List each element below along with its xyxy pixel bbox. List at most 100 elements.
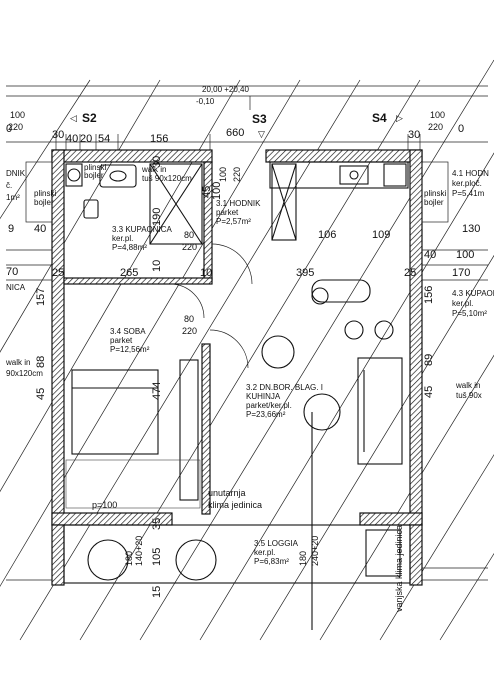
loggia-dim-140-20: 140+20 [134, 536, 144, 566]
top-dimension-lines [6, 85, 488, 150]
klima-unutarnja-2: klima jedinica [208, 500, 262, 510]
loggia-dim-180-b: 180 [298, 551, 308, 566]
neighbour-left-nica: NICA [6, 283, 26, 292]
wall-bottom-right [359, 512, 423, 526]
bedroom-furniture [65, 359, 201, 509]
dim-top-40: 40 [66, 133, 78, 145]
dim-mid-395: 395 [296, 267, 314, 279]
section-arrow-down-icon: ▽ [258, 129, 265, 139]
loggia-chair-icon [87, 539, 129, 581]
outdoor-unit-icon [365, 529, 401, 577]
right-vertical-dims: 156 89 45 [423, 286, 435, 398]
door-hodnik-h: 220 [232, 167, 242, 182]
dim-p100: p=100 [92, 500, 117, 510]
dim-v-25: 25 [52, 267, 64, 279]
fixture-plinski-left: plinski [34, 189, 56, 198]
chair-icon [344, 320, 364, 340]
dim-right-89: 89 [423, 354, 435, 366]
section-s4-label: S4 [372, 111, 387, 125]
door-top-right-w: 100 [430, 110, 445, 120]
room-soba-name: 3.4 SOBA [110, 327, 146, 336]
dim-top-20: 20 [80, 133, 92, 145]
dim-right-156: 156 [423, 286, 435, 304]
fixture-plinski: plinski [84, 163, 106, 172]
door-soba-w: 80 [184, 314, 194, 324]
kitchen-counter [269, 161, 409, 189]
wardrobe-icon [179, 359, 199, 501]
room-loggia-name: 3.5 LOGGIA [254, 539, 299, 548]
door-top-left-w: 100 [10, 110, 25, 120]
neighbour-right-walk: walk in [455, 381, 480, 390]
door-top-left-h: 220 [8, 122, 23, 132]
dim-right-40: 40 [424, 249, 436, 261]
neighbour-left-dnik: DNIK [6, 169, 26, 178]
room-dnevni-area: P=23,66m² [246, 410, 286, 419]
dim-right-100: 100 [456, 249, 474, 261]
room-hodnik-area: P=2,57m² [216, 217, 251, 226]
fixture-bojler-left: bojler [34, 198, 54, 207]
room-soba-area: P=12,56m² [110, 345, 150, 354]
dim-v-10: 10 [151, 260, 163, 272]
walls [51, 149, 423, 586]
dim-mid-10: 10 [200, 267, 212, 279]
section-s2-label: S2 [82, 111, 97, 125]
loggia-dim-180-a: 180 [124, 551, 134, 566]
room-soba-floor: parket [110, 336, 133, 345]
neighbour-left-c: č. [6, 181, 12, 190]
dim-kitchen-106: 106 [318, 229, 336, 241]
wall-bathroom-right [203, 161, 213, 281]
shower-area [149, 163, 203, 245]
dim-v-30: 30 [151, 156, 163, 168]
neighbour-right-tus: tuš 90x [456, 391, 482, 400]
section-arrow-right-icon: ▷ [396, 113, 403, 123]
dim-top-30: 30 [52, 129, 64, 141]
dim-top-54: 54 [98, 133, 110, 145]
room-hodnik-floor: parket [216, 208, 239, 217]
klima-vanjska: vanjska klima jedinica [394, 525, 404, 612]
room-hodnik-name: 3.1 HODNIK [216, 199, 261, 208]
armchair-icon [261, 335, 295, 369]
room-dnevni-line1: 3.2 DN.BOR. BLAG. I [246, 383, 323, 392]
dim-top-156: 156 [150, 133, 168, 145]
fixture-plinski-right: plinski [424, 189, 446, 198]
dim-top-660: 660 [226, 127, 244, 139]
wall-top-left [51, 149, 213, 163]
wall-left [51, 149, 65, 526]
wall-bath-bedroom [63, 277, 213, 285]
door-hodnik-w: 100 [218, 167, 228, 182]
wall-top-right [265, 149, 423, 163]
door-kup-w: 80 [184, 230, 194, 240]
neighbour-left-walk: walk in [5, 358, 30, 367]
neighbour-walls [6, 161, 488, 581]
left-vertical-dims: 157 88 45 30 190 10 474 35 105 15 45 100 [35, 156, 223, 598]
dim-v-105: 105 [151, 548, 163, 566]
neighbour-left-m: 1m² [6, 193, 20, 202]
neighbour-right-kerpl: ker.pl. [452, 299, 473, 308]
top-note-line1: 20,00 +20,40 [202, 85, 249, 94]
neighbour-right-hodn: 4.1 HODN [452, 169, 489, 178]
dim-v-45-top: 45 [201, 186, 213, 198]
room-dnevni-line2: KUHINJA [246, 392, 281, 401]
wall-loggia-left [51, 524, 65, 586]
section-arrow-left-icon: ◁ [70, 113, 77, 123]
dim-right-0: 0 [458, 123, 464, 135]
dim-v-190: 190 [151, 208, 163, 226]
door-kup-h: 220 [182, 242, 197, 252]
room-loggia-area: P=6,83m² [254, 557, 289, 566]
room-kupaonica-name: 3.3 KUPAONICA [112, 225, 173, 234]
kitchen-sink-icon [339, 165, 369, 185]
kitchen [269, 161, 409, 241]
dim-v-15: 15 [151, 586, 163, 598]
boiler-box [65, 163, 83, 187]
dim-v-88: 88 [35, 356, 47, 368]
dim-mid-265: 265 [120, 267, 138, 279]
round-table-icon [303, 393, 341, 431]
toilet-icon [83, 199, 99, 219]
dim-right-45: 45 [423, 386, 435, 398]
chair-icon [374, 320, 394, 340]
loggia [63, 524, 411, 584]
wall-bedroom-living [201, 343, 211, 515]
sink-icon [99, 164, 137, 188]
klima-unutarnja-1: unutarnja [208, 488, 246, 498]
neighbour-left-tus: 90x120cm [6, 369, 43, 378]
